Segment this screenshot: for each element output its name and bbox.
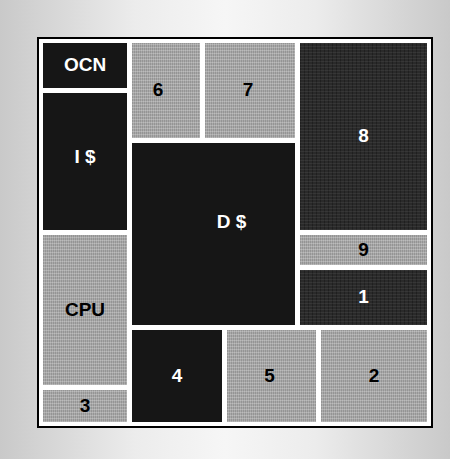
die-block: 1 [300,270,427,325]
block-label: D $ [217,212,247,233]
block-label: 7 [243,80,254,101]
die-block: 9 [300,235,427,265]
die-block: 8 [300,43,427,230]
die-outline [38,38,432,427]
die-block: D $ [132,143,295,325]
block-label: 6 [153,80,164,101]
block-label: 8 [358,126,369,147]
block-label: 3 [80,396,91,417]
block-label: I $ [74,147,95,168]
block-label: 5 [264,366,275,387]
block-label: 1 [358,287,369,308]
die-block: 4 [132,330,222,422]
die-block: OCN [43,43,127,88]
die-block: CPU [43,235,127,385]
die-block: I $ [43,93,127,230]
block-label: 2 [369,366,380,387]
block-label: 4 [172,366,183,387]
die-block: 7 [205,43,295,138]
block-label: CPU [65,300,105,321]
block-label: OCN [64,55,106,76]
die-block: 2 [321,330,427,422]
block-label: 9 [358,240,369,261]
die-block: 5 [227,330,316,422]
die-block: 3 [43,390,127,422]
die-block: 6 [132,43,200,138]
